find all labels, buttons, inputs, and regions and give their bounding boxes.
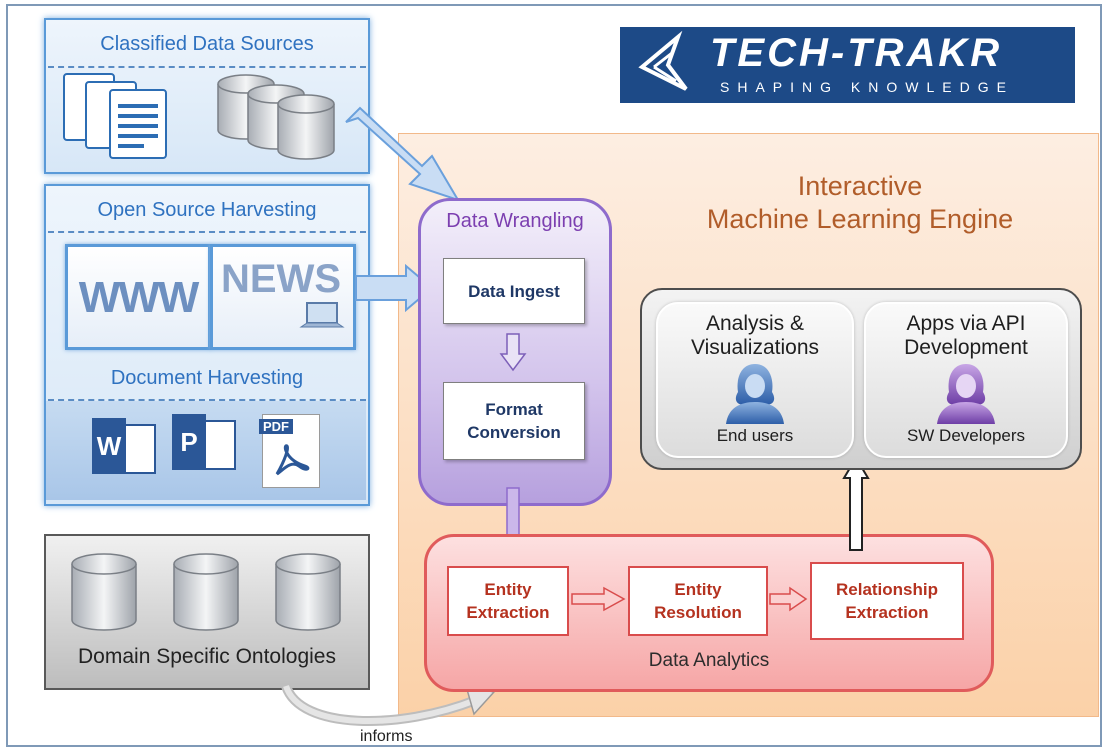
- analysis-visualizations-card: Analysis & Visualizations End users: [656, 302, 854, 458]
- classified-sources-title: Classified Data Sources: [100, 33, 314, 55]
- acrobat-icon: [275, 444, 310, 476]
- www-label: WWW: [78, 273, 200, 322]
- sw-developers-caption: SW Developers: [906, 426, 1026, 445]
- analysis-title-line2: Visualizations: [690, 336, 820, 359]
- databases-icon: [217, 74, 335, 160]
- developer-avatar-icon: [937, 364, 995, 424]
- word-icon: W: [92, 418, 156, 476]
- tech-trakr-logo: TECH-TRAKR SHAPING KNOWLEDGE: [620, 27, 1075, 103]
- resolution-to-relationship-arrow: [769, 586, 808, 612]
- classified-to-wrangling-arrow: [345, 106, 461, 202]
- pdf-label: PDF: [259, 419, 293, 434]
- entity-resolution-line1: Entity: [674, 580, 722, 599]
- end-user-avatar-icon: [726, 364, 784, 424]
- ml-engine-title-line2: Machine Learning Engine: [706, 204, 1014, 234]
- news-image: NEWS: [210, 244, 356, 350]
- diagram-frame: [6, 4, 1102, 747]
- document-divider: [48, 399, 366, 401]
- analysis-title-line1: Analysis &: [705, 312, 805, 335]
- apps-api-card: Apps via API Development SW Developers: [864, 302, 1068, 458]
- powerpoint-icon: P: [172, 414, 238, 474]
- logo-swoosh-icon: [638, 30, 688, 91]
- news-label: NEWS: [221, 257, 341, 301]
- informs-label: informs: [360, 728, 413, 745]
- format-conversion-line1: Format: [485, 400, 543, 419]
- documents-icon: [63, 73, 167, 159]
- logo-name: TECH-TRAKR: [710, 31, 1003, 75]
- relationship-extraction-box: Relationship Extraction: [810, 562, 964, 640]
- end-users-caption: End users: [716, 426, 794, 445]
- ingest-to-format-arrow: [499, 333, 527, 372]
- format-conversion-line2: Conversion: [467, 423, 561, 442]
- relationship-extraction-line2: Extraction: [845, 603, 929, 622]
- logo-tagline: SHAPING KNOWLEDGE: [720, 79, 1014, 95]
- data-wrangling-title: Data Wrangling: [446, 210, 584, 232]
- document-harvesting-title: Document Harvesting: [110, 367, 304, 389]
- open-source-title: Open Source Harvesting: [97, 199, 317, 221]
- classified-divider: [48, 66, 366, 68]
- informs-curved-arrow: [281, 684, 496, 726]
- apps-title-line1: Apps via API: [906, 312, 1026, 335]
- format-conversion-box: Format Conversion: [443, 382, 585, 460]
- entity-extraction-box: Entity Extraction: [447, 566, 569, 636]
- data-ingest-label: Data Ingest: [468, 281, 560, 301]
- open-source-divider: [48, 231, 366, 233]
- pdf-icon: PDF: [259, 414, 320, 488]
- entity-extraction-line1: Entity: [484, 580, 532, 599]
- ml-engine-title-line1: Interactive: [797, 171, 923, 201]
- entity-resolution-line2: Resolution: [654, 603, 742, 622]
- entity-resolution-box: Entity Resolution: [628, 566, 768, 636]
- ontology-databases-icon: [71, 553, 341, 631]
- apps-title-line2: Development: [904, 336, 1028, 359]
- ontologies-title: Domain Specific Ontologies: [78, 645, 336, 668]
- word-letter: W: [92, 418, 126, 474]
- ppt-letter: P: [172, 414, 206, 470]
- laptop-icon: [299, 302, 345, 328]
- data-analytics-title: Data Analytics: [648, 650, 770, 671]
- ml-engine-title: Interactive Machine Learning Engine: [640, 170, 1080, 236]
- www-image: WWW: [65, 244, 211, 350]
- data-ingest-box: Data Ingest: [443, 258, 585, 324]
- extraction-to-resolution-arrow: [571, 586, 626, 612]
- analytics-to-apps-arrow: [842, 456, 870, 551]
- entity-extraction-line2: Extraction: [466, 603, 550, 622]
- relationship-extraction-line1: Relationship: [835, 580, 938, 599]
